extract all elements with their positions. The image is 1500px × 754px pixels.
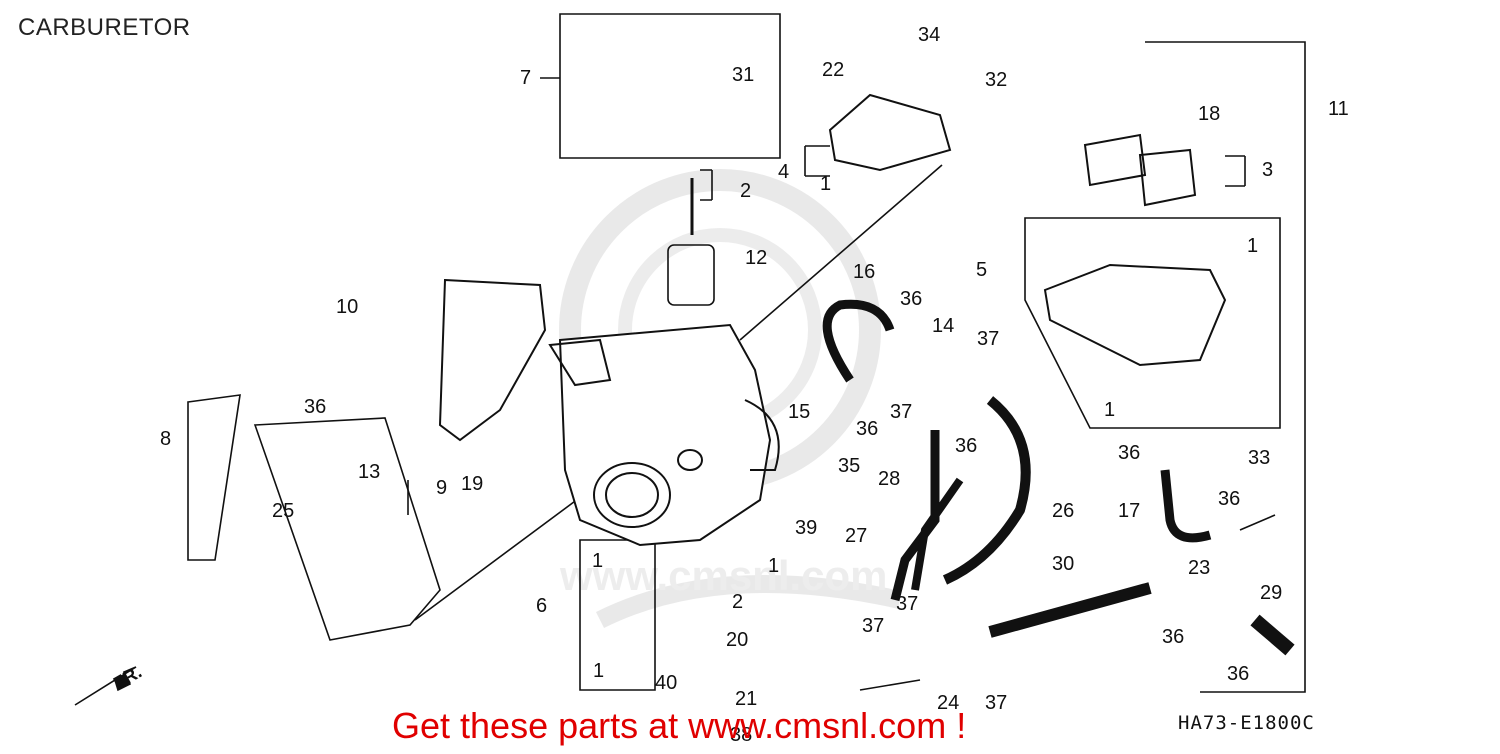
callout-23: 23	[1188, 557, 1210, 579]
callout-36: 36	[304, 396, 326, 418]
callout-4: 4	[778, 161, 789, 183]
promo-banner: Get these parts at www.cmsnl.com !	[392, 705, 967, 746]
callout-36: 36	[1162, 626, 1184, 648]
callout-5: 5	[976, 259, 987, 281]
callout-36: 36	[856, 418, 878, 440]
hose-29	[1250, 614, 1295, 656]
callout-21: 21	[735, 688, 757, 710]
callout-9: 9	[436, 477, 447, 499]
callout-1: 1	[592, 550, 603, 572]
callout-18: 18	[1198, 103, 1220, 125]
callout-10: 10	[336, 296, 358, 318]
callout-11: 11	[1328, 98, 1349, 120]
callout-15: 15	[788, 401, 810, 423]
callout-36: 36	[1218, 488, 1240, 510]
callout-37: 37	[862, 615, 884, 637]
callout-30: 30	[1052, 553, 1074, 575]
fr-arrow	[74, 666, 137, 706]
callout-32: 32	[985, 69, 1007, 91]
callout-27: 27	[845, 525, 867, 547]
callout-31: 31	[732, 64, 754, 86]
group-frame-7	[559, 13, 781, 159]
callout-1: 1	[820, 173, 831, 195]
direction-label: FR.	[110, 662, 145, 694]
callout-34: 34	[918, 24, 940, 46]
callout-35: 35	[838, 455, 860, 477]
callout-17: 17	[1118, 500, 1140, 522]
callout-39: 39	[795, 517, 817, 539]
hose-17	[1160, 469, 1212, 543]
callout-20: 20	[726, 629, 748, 651]
callout-26: 26	[1052, 500, 1074, 522]
callout-28: 28	[878, 468, 900, 490]
spring-12	[667, 244, 715, 306]
callout-7: 7	[520, 67, 531, 89]
callout-33: 33	[1248, 447, 1270, 469]
linework	[74, 13, 1306, 706]
callout-3: 3	[1262, 159, 1273, 181]
callout-37: 37	[977, 328, 999, 350]
callout-13: 13	[358, 461, 380, 483]
hose-30	[988, 582, 1152, 638]
callout-8: 8	[160, 428, 171, 450]
callout-36: 36	[955, 435, 977, 457]
hose-16	[822, 299, 895, 383]
callout-37: 37	[890, 401, 912, 423]
callout-25: 25	[272, 500, 294, 522]
float-chamber	[1043, 263, 1227, 367]
float-3	[1083, 133, 1197, 207]
hose-26	[942, 396, 1031, 585]
callout-2: 2	[740, 180, 751, 202]
group-bracket-11	[1145, 41, 1306, 693]
watermark-text: www.cmsnl.com	[559, 552, 888, 599]
callout-16: 16	[853, 261, 875, 283]
callout-40: 40	[655, 672, 677, 694]
callout-22: 22	[822, 59, 844, 81]
group-frame-5	[1024, 217, 1281, 429]
callout-6: 6	[536, 595, 547, 617]
diagram-title: CARBURETOR	[18, 14, 191, 41]
callout-14: 14	[932, 315, 954, 337]
group-frame-9	[253, 417, 441, 641]
callout-38: 38	[730, 724, 752, 746]
callout-36: 36	[900, 288, 922, 310]
callout-1: 1	[1247, 235, 1258, 257]
cover-19	[438, 278, 547, 442]
carburetor-body	[548, 323, 780, 547]
callout-1: 1	[768, 555, 779, 577]
callout-37: 37	[985, 692, 1007, 714]
callout-29: 29	[1260, 582, 1282, 604]
hose-27	[911, 477, 964, 591]
callout-1: 1	[593, 660, 604, 682]
callout-2: 2	[732, 591, 743, 613]
callout-36: 36	[1227, 663, 1249, 685]
callout-36: 36	[1118, 442, 1140, 464]
drawing-code: HA73-E1800C	[1178, 712, 1315, 734]
callout-19: 19	[461, 473, 483, 495]
top-cover-4	[828, 93, 952, 172]
callout-12: 12	[745, 247, 767, 269]
callout-37: 37	[896, 593, 918, 615]
callout-1: 1	[1104, 399, 1115, 421]
callout-24: 24	[937, 692, 959, 714]
